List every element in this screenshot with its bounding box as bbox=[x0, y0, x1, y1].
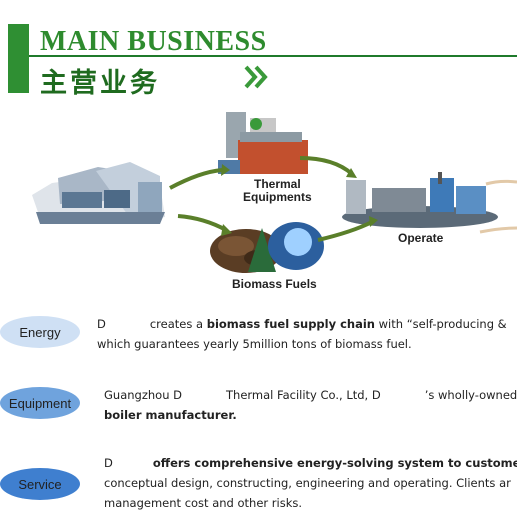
service-highlight: offers comprehensive energy-solving syst… bbox=[152, 456, 517, 470]
thermal-equipment-image bbox=[218, 112, 308, 174]
energy-text-fragment: creates a bbox=[149, 317, 207, 331]
company-name-fragment: D bbox=[97, 317, 106, 331]
header-divider bbox=[29, 55, 517, 57]
service-badge-label: Service bbox=[18, 476, 62, 492]
power-plant-image bbox=[342, 172, 498, 228]
energy-text-fragment-2: with “self-producing & bbox=[375, 317, 507, 331]
energy-badge: Energy bbox=[0, 316, 80, 348]
operate-label: Operate bbox=[398, 231, 444, 245]
section-title-english: MAIN BUSINESS bbox=[40, 26, 267, 57]
equipment-highlight: boiler manufacturer. bbox=[104, 408, 237, 422]
factory-image bbox=[32, 162, 165, 224]
biomass-fuels-image bbox=[210, 222, 324, 273]
equipment-text-fragment-2: Thermal Facility Co., Ltd, D bbox=[226, 388, 381, 402]
energy-text-line2: which guarantees yearly 5million tons of… bbox=[97, 337, 412, 351]
thermal-label-line1: Thermal bbox=[253, 177, 301, 191]
service-text-line2: conceptual design, constructing, enginee… bbox=[104, 476, 511, 490]
section-title-chinese: 主营业务 bbox=[40, 68, 160, 99]
double-chevron-right-icon bbox=[244, 65, 268, 89]
equipment-badge-label: Equipment bbox=[8, 395, 72, 411]
energy-highlight: biomass fuel supply chain bbox=[206, 317, 375, 331]
equipment-text-fragment-3: ’s wholly-owned bbox=[424, 388, 517, 402]
energy-badge-label: Energy bbox=[19, 324, 61, 340]
service-text-fragment: D bbox=[104, 456, 113, 470]
business-diagram: Thermal Equipments Operate Biomass Fuels bbox=[0, 100, 517, 295]
biomass-fuels-label: Biomass Fuels bbox=[232, 277, 317, 291]
service-text-line3: management cost and other risks. bbox=[104, 496, 303, 510]
equipment-text-fragment: Guangzhou D bbox=[104, 388, 182, 402]
thermal-label-line2: Equipments bbox=[243, 190, 312, 204]
accent-bar bbox=[8, 24, 29, 93]
service-badge: Service bbox=[0, 468, 80, 500]
equipment-badge: Equipment bbox=[0, 387, 80, 419]
flow-arrows bbox=[169, 156, 373, 242]
section-header: MAIN BUSINESS 主营业务 bbox=[0, 0, 517, 110]
equipment-description: Guangzhou D Thermal Facility Co., Ltd, D ’… bbox=[104, 385, 517, 425]
